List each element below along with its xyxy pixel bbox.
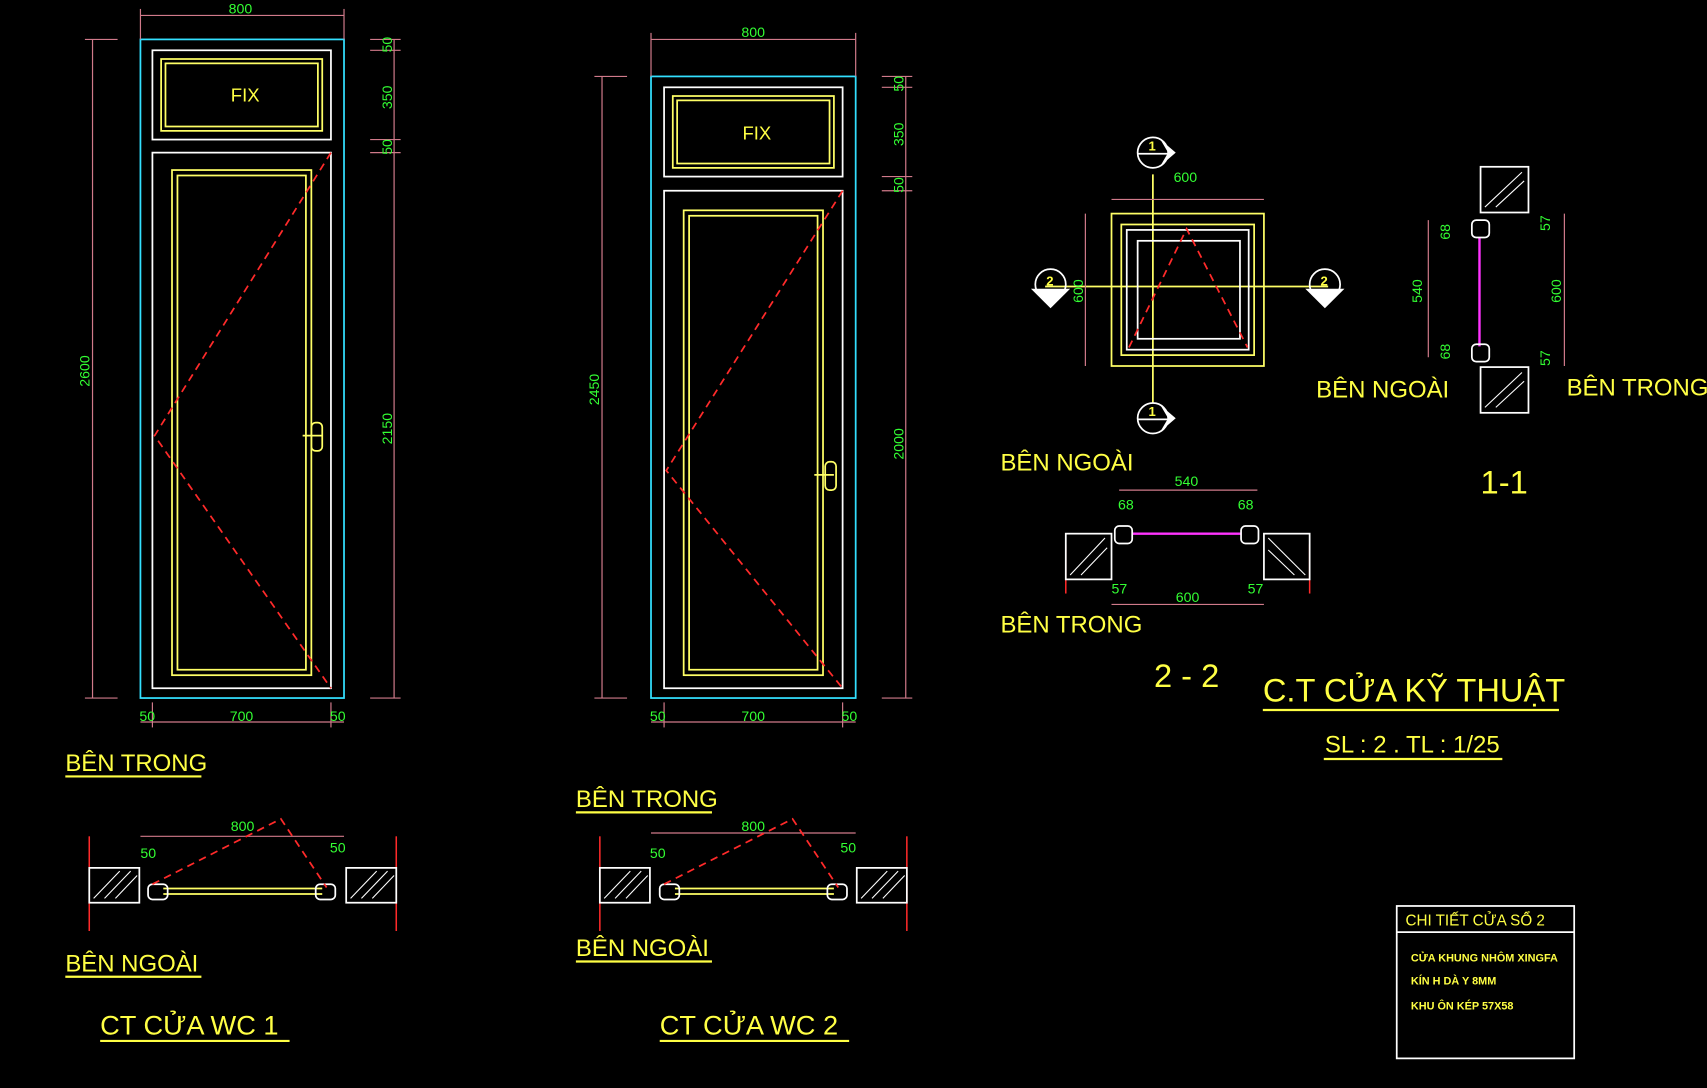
dim-label: 540 [1409, 279, 1425, 303]
window-section-2-2: BÊN NGOÀI 540 68 68 57 600 57 BÊN TRONG … [1000, 450, 1311, 694]
dim-label: 57 [1537, 350, 1553, 366]
dim-label: 68 [1437, 344, 1453, 360]
dim-label: 800 [231, 818, 255, 834]
dim-label: 350 [891, 122, 907, 146]
dim-label: 50 [650, 708, 666, 724]
dim-label: 700 [230, 708, 254, 724]
door-2-fix-label: FIX [742, 123, 771, 144]
notes-line: KÍN H DÀ Y 8MM [1411, 974, 1496, 987]
dim-label: 57 [1248, 581, 1264, 597]
window-elevation: 600 600 1 1 2 2 [1030, 136, 1345, 435]
section-1-1-outside-label: BÊN NGOÀI [1316, 377, 1449, 404]
door-1-title: CT CỬA WC 1 [100, 1008, 278, 1040]
door-2-outside-label: BÊN NGOÀI [576, 935, 709, 962]
notes-line: KHU ÔN KÉP 57X58 [1411, 999, 1514, 1012]
section-mark-label: 1 [1149, 138, 1156, 153]
dim-label: 50 [330, 708, 346, 724]
dim-label: 68 [1238, 497, 1254, 513]
dim-label: 50 [330, 840, 346, 856]
section-marker-2-right-icon: 2 [1305, 268, 1345, 309]
dim-label: 540 [1175, 473, 1199, 489]
notes-box: CHI TIẾT CỬA SỔ 2 CỬA KHUNG NHÔM XINGFA … [1395, 905, 1576, 1060]
dim-label: 50 [379, 37, 395, 53]
dim-label: 800 [741, 818, 765, 834]
dim-label: 350 [379, 85, 395, 109]
door-1-plan: 800 50 50 BÊN NGOÀI CT CỬA WC 1 [65, 817, 398, 1043]
door-1-fix-label: FIX [231, 84, 260, 105]
window-section-1-1: 68 540 68 57 600 57 BÊN NGOÀI BÊN TRONG … [1316, 165, 1707, 500]
section-marker-2-left-icon: 2 [1030, 268, 1071, 309]
dim-label: 68 [1437, 224, 1453, 240]
door-2-inside-label: BÊN TRONG [576, 786, 718, 813]
dim-label: 50 [891, 177, 907, 193]
door-2-handle-icon [814, 460, 837, 491]
section-1-1-inside-label: BÊN TRONG [1567, 374, 1707, 401]
door-1-handle-icon [302, 421, 324, 452]
dim-label: 50 [379, 139, 395, 155]
window-title: C.T CỬA KỸ THUẬT [1263, 671, 1565, 708]
section-marker-1-bottom-icon: 1 [1136, 402, 1176, 435]
dim-label: 50 [139, 708, 155, 724]
dim-label: 57 [1537, 215, 1553, 231]
door-1-elevation: FIX 800 2600 50 350 50 2150 50 700 50 BÊ… [65, 0, 401, 778]
dim-label: 50 [840, 840, 856, 856]
door-1-width-dim: 800 [229, 0, 253, 16]
section-1-1-title: 1-1 [1481, 463, 1528, 500]
dim-label: 50 [891, 76, 907, 92]
door-2-height-dim: 2450 [586, 374, 602, 406]
dim-label: 2150 [379, 413, 395, 445]
door-1-swing-line [153, 152, 332, 689]
dim-label: 50 [140, 845, 156, 861]
window-height-dim: 600 [1070, 279, 1086, 303]
window-width-dim: 600 [1174, 169, 1198, 185]
door-2-plan: 800 50 50 BÊN NGOÀI CT CỬA WC 2 [575, 817, 908, 1043]
section-mark-label: 2 [1321, 273, 1328, 288]
section-2-2-title: 2 - 2 [1154, 657, 1219, 694]
dim-label: 50 [650, 845, 666, 861]
dim-label: 50 [842, 708, 858, 724]
dim-label: 57 [1112, 581, 1128, 597]
door-1-outside-label: BÊN NGOÀI [65, 950, 198, 977]
section-2-2-inside-label: BÊN TRONG [1000, 612, 1142, 639]
section-mark-label: 1 [1149, 404, 1156, 419]
dim-label: 600 [1176, 589, 1200, 605]
dim-label: 68 [1118, 497, 1134, 513]
notes-line: CỬA KHUNG NHÔM XINGFA [1411, 951, 1558, 964]
door-1-inside-label: BÊN TRONG [65, 750, 207, 777]
door-1-height-dim: 2600 [76, 355, 92, 387]
section-mark-label: 2 [1046, 273, 1053, 288]
window-subtitle: SL : 2 . TL : 1/25 [1325, 731, 1500, 758]
notes-title: CHI TIẾT CỬA SỔ 2 [1405, 912, 1544, 930]
door-1-transom-frame [151, 49, 332, 141]
door-2-elevation: FIX 800 2450 50 350 50 2000 50 700 50 BÊ… [575, 24, 913, 814]
door-1-leaf [151, 151, 332, 690]
dim-label: 600 [1548, 279, 1564, 303]
dim-label: 700 [741, 708, 765, 724]
door-2-title: CT CỬA WC 2 [660, 1008, 838, 1040]
section-marker-1-top-icon: 1 [1136, 136, 1176, 169]
door-1-outer-frame [139, 38, 345, 699]
section-2-2-outside-label: BÊN NGOÀI [1000, 450, 1133, 477]
door-2-width-dim: 800 [741, 24, 765, 40]
dim-label: 2000 [891, 428, 907, 460]
